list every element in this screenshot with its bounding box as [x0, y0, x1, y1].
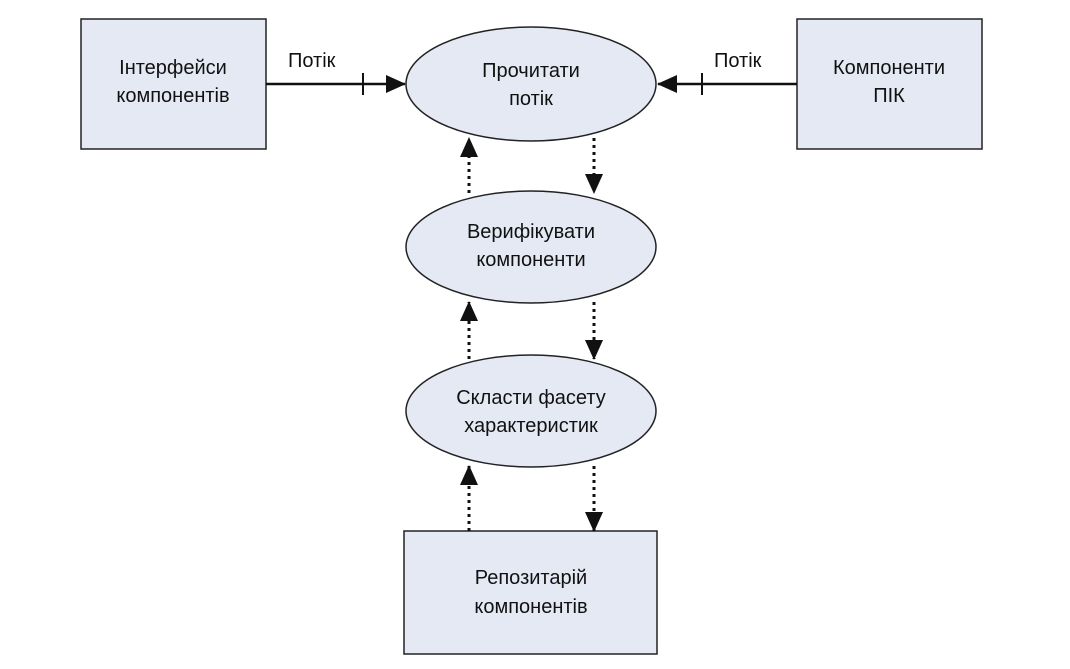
verify-components-ellipse	[405, 190, 657, 304]
read-stream-label-line1: Прочитати	[482, 60, 580, 82]
build-facet-label-line2: характеристик	[464, 415, 598, 437]
edge-interfaces-to-read: Потік	[266, 50, 406, 95]
verify-components-label-line1: Верифікувати	[467, 221, 595, 243]
node-verify-components: Верифікувати компоненти	[405, 190, 657, 304]
component-interfaces-label-line1: Інтерфейси	[119, 57, 227, 79]
edge-pik-to-read: Потік	[657, 50, 797, 95]
left-flow-label: Потік	[288, 50, 336, 72]
component-interfaces-label-line2: компонентів	[116, 85, 229, 107]
build-facet-ellipse	[405, 354, 657, 468]
verify-components-label-line2: компоненти	[476, 249, 585, 271]
repository-box	[403, 530, 658, 655]
pik-components-label-line1: Компоненти	[833, 57, 945, 79]
read-stream-label-line2: потік	[509, 88, 553, 110]
component-interfaces-box	[80, 18, 267, 150]
node-component-interfaces: Інтерфейси компонентів	[80, 18, 267, 150]
repository-label-line1: Репозитарій	[475, 567, 587, 589]
build-facet-label-line1: Скласти фасету	[456, 387, 606, 409]
node-repository: Репозитарій компонентів	[403, 530, 658, 655]
read-stream-ellipse	[405, 26, 657, 142]
pik-components-box	[796, 18, 983, 150]
right-flow-label: Потік	[714, 50, 762, 72]
pik-components-label-line2: ПІК	[873, 85, 905, 107]
repository-label-line2: компонентів	[474, 596, 587, 618]
node-read-stream: Прочитати потік	[405, 26, 657, 142]
node-build-facet: Скласти фасету характеристик	[405, 354, 657, 468]
node-pik-components: Компоненти ПІК	[796, 18, 983, 150]
